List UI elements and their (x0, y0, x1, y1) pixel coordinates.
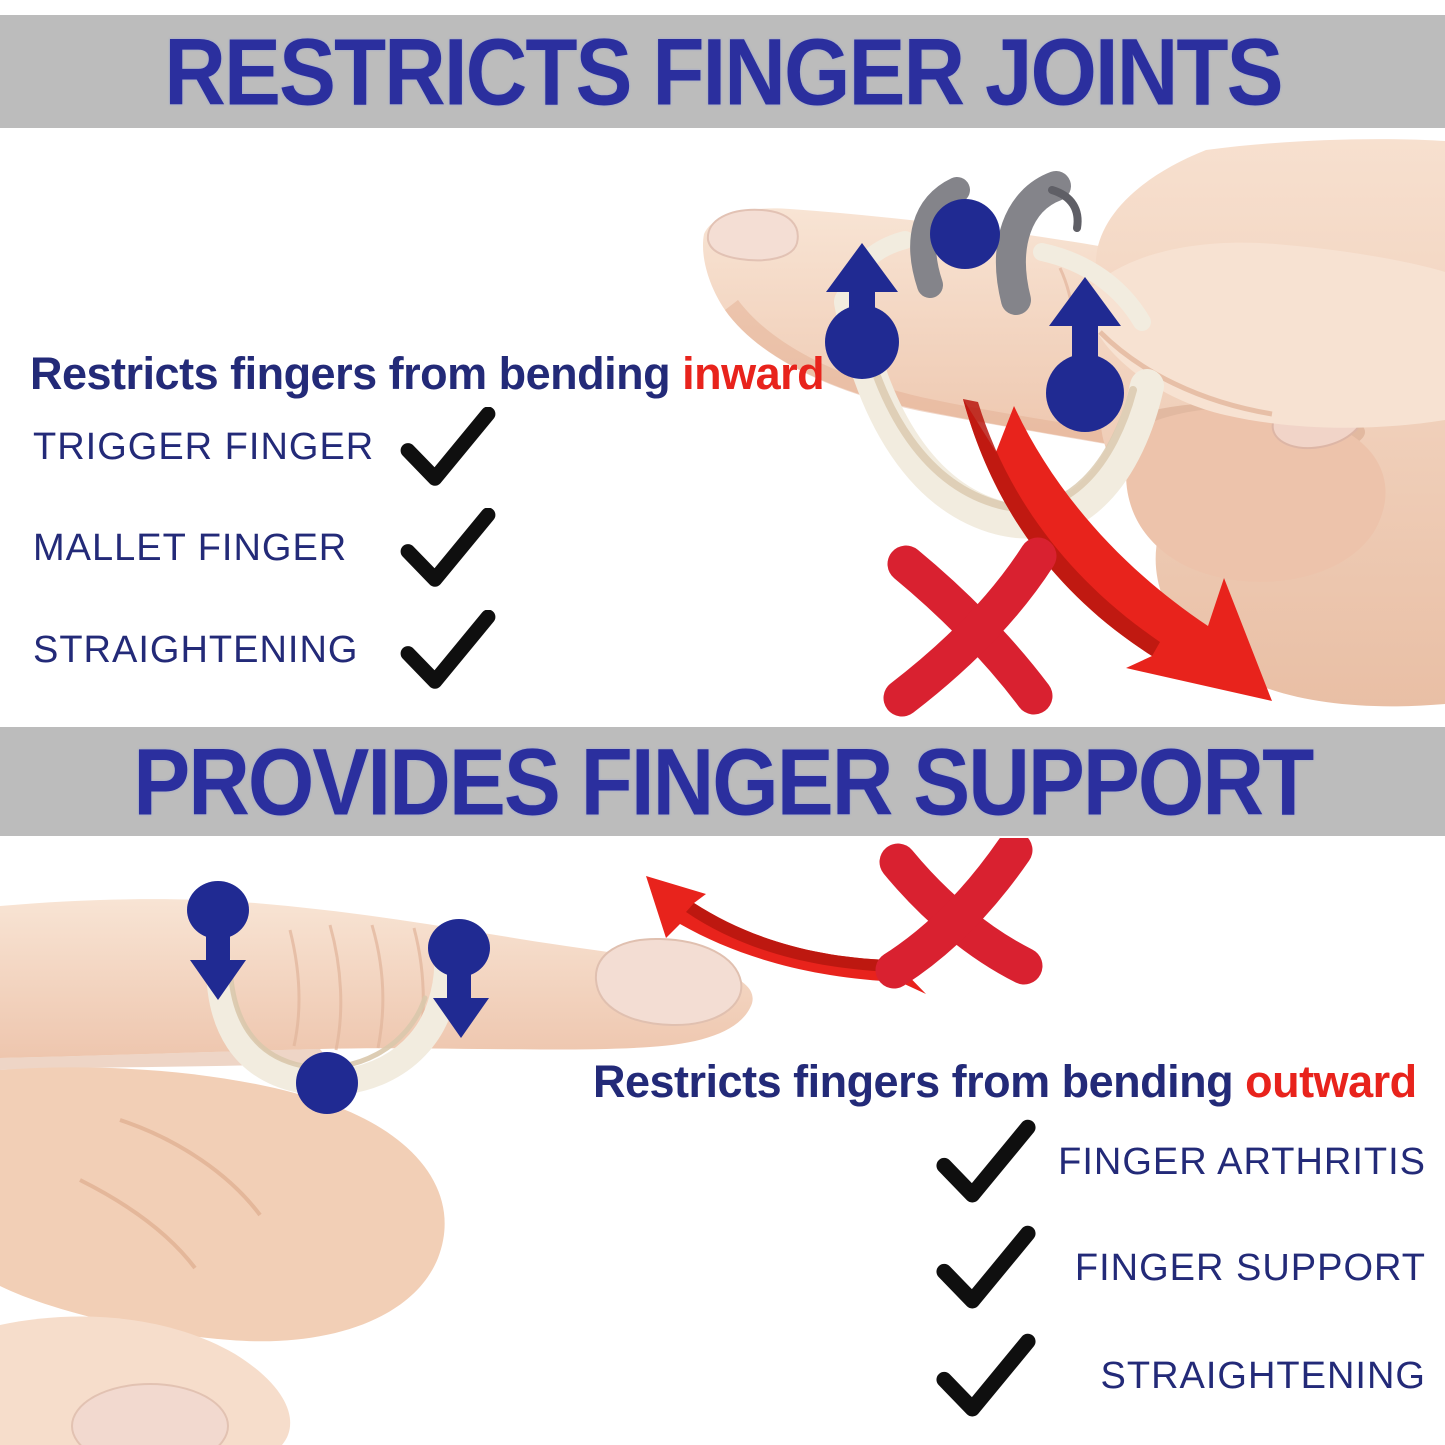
top-header-bar: RESTRICTS FINGER JOINTS (0, 15, 1445, 128)
red-x-icon (883, 537, 1057, 717)
fingernail (594, 937, 743, 1027)
checklist-label: TRIGGER FINGER (33, 425, 375, 468)
bent-knuckle (0, 1067, 445, 1342)
checkmark-icon (400, 407, 496, 486)
force-arrow-down-right-icon (428, 919, 490, 1038)
checklist-item-finger-arthritis: FINGER ARTHRITIS (936, 1116, 1426, 1208)
joint-dot (930, 199, 1000, 269)
red-x-icon (875, 838, 1043, 989)
top-caption-highlight: inward (682, 348, 825, 399)
checklist-item-trigger-finger: TRIGGER FINGER (33, 405, 498, 489)
bottom-illustration (0, 838, 1043, 1445)
checklist-item-straightening: STRAIGHTENING (936, 1330, 1426, 1422)
checklist-item-straightening: STRAIGHTENING (33, 608, 498, 692)
checklist-item-finger-support: FINGER SUPPORT (936, 1222, 1426, 1314)
checkmark-icon (936, 1333, 1036, 1417)
bottom-header-bar: PROVIDES FINGER SUPPORT (0, 727, 1445, 836)
supported-finger-photo (0, 899, 753, 1445)
top-caption-text: Restricts fingers from bending (30, 348, 683, 399)
checkmark-icon (400, 610, 496, 689)
checklist-label: STRAIGHTENING (1100, 1354, 1426, 1397)
top-header-title: RESTRICTS FINGER JOINTS (163, 17, 1283, 125)
splint-clip (910, 171, 1082, 315)
top-caption: Restricts fingers from bending inward (30, 348, 825, 400)
fingernail (706, 208, 799, 262)
bottom-header-title: PROVIDES FINGER SUPPORT (132, 727, 1314, 835)
checkmark-icon (400, 508, 496, 587)
checklist-label: FINGER ARTHRITIS (1058, 1140, 1426, 1183)
bottom-caption: Restricts fingers from bending outward (593, 1056, 1417, 1108)
checklist-label: FINGER SUPPORT (1074, 1246, 1426, 1289)
bottom-caption-highlight: outward (1245, 1056, 1417, 1107)
checkmark-icon (936, 1225, 1036, 1309)
pinching-hand-photo (1077, 139, 1445, 707)
wrong-bend-arrow-up-icon (646, 876, 926, 994)
force-arrow-up-left-icon (825, 243, 899, 379)
top-illustration (702, 139, 1445, 717)
checklist-label: MALLET FINGER (33, 526, 348, 569)
checklist-label: STRAIGHTENING (33, 628, 359, 671)
force-arrow-down-left-icon (187, 881, 249, 1000)
bottom-caption-text: Restricts fingers from bending (593, 1056, 1246, 1107)
force-arrow-up-right-icon (1046, 277, 1124, 432)
thumbnail (71, 1383, 229, 1445)
checkmark-icon (936, 1119, 1036, 1203)
joint-dot (296, 1052, 358, 1114)
checklist-item-mallet-finger: MALLET FINGER (33, 506, 498, 590)
wrong-bend-arrow-down-icon (963, 399, 1272, 701)
